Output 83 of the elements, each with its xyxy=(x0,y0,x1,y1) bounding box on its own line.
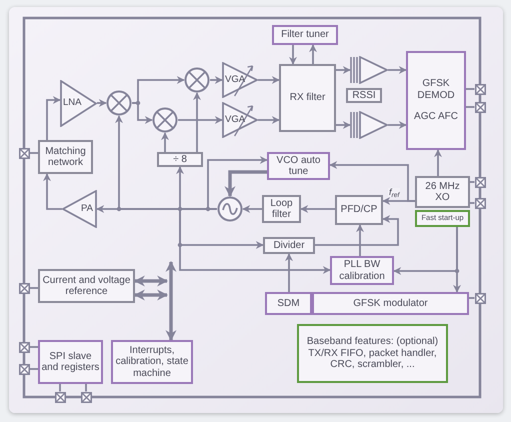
block-box xyxy=(346,88,382,103)
arrow xyxy=(388,66,407,74)
block-box xyxy=(38,340,103,384)
block-label: ÷ 8 xyxy=(173,154,187,166)
arrow xyxy=(329,161,415,202)
arrow xyxy=(258,76,280,84)
block-label: Baseband features: (optional) TX/RX FIFO, packet handler, CRC, scrambler, ... xyxy=(306,336,440,371)
block-label: VCO auto tune xyxy=(276,154,322,178)
arrow xyxy=(193,92,201,152)
block-box xyxy=(272,25,338,45)
block-box xyxy=(38,140,93,174)
block-label: Interrupts, calibration, state machine xyxy=(114,344,190,380)
amplifier-label: LNA xyxy=(63,98,82,109)
arrow xyxy=(166,260,176,342)
block-label: Loop filter xyxy=(269,198,294,220)
block-box xyxy=(415,176,470,208)
arrow xyxy=(289,45,297,65)
block-box xyxy=(335,195,383,225)
connector-line xyxy=(30,287,38,289)
arrow xyxy=(285,253,293,292)
connector-line xyxy=(59,384,61,392)
arrow xyxy=(224,170,267,198)
block-box xyxy=(297,324,448,383)
block-label: Divider xyxy=(273,240,305,252)
connector-line xyxy=(30,368,38,370)
arrow xyxy=(258,116,280,124)
block-label: RSSI xyxy=(352,90,376,102)
arrow xyxy=(134,276,168,286)
arrow xyxy=(178,116,223,124)
block-box xyxy=(415,210,470,227)
block-label: PFD/CP xyxy=(340,204,378,216)
block-box xyxy=(262,195,301,223)
block-label: Matching network xyxy=(44,146,87,168)
block-label: SDM xyxy=(277,298,300,310)
connector-line xyxy=(466,106,474,108)
amplifier-label: VGA xyxy=(225,74,246,86)
amplifier-label: PA xyxy=(81,204,93,214)
block-label: GFSK DEMOD xyxy=(416,78,456,102)
block-box xyxy=(263,237,315,254)
arrow xyxy=(132,102,153,124)
arrow xyxy=(43,173,62,210)
block-box xyxy=(157,152,203,167)
arrow xyxy=(315,215,399,246)
connector-line xyxy=(30,152,38,154)
arrow xyxy=(434,149,442,176)
arrow xyxy=(179,208,331,274)
block-label: Filter tuner xyxy=(281,29,329,41)
arrow xyxy=(309,44,317,64)
arrow xyxy=(300,205,335,213)
block-label: SPI slave and registers xyxy=(40,350,100,374)
arrow xyxy=(393,227,458,275)
arrow xyxy=(242,205,262,213)
arrow xyxy=(336,121,351,129)
block-box xyxy=(267,152,330,180)
block-box xyxy=(279,64,336,132)
block-label: PLL BW calibration xyxy=(338,259,386,282)
connector-line xyxy=(470,202,474,204)
arrow xyxy=(210,76,223,84)
connector-line xyxy=(85,384,87,392)
block-label: RX filter xyxy=(290,92,326,104)
arrow xyxy=(207,156,268,210)
arrow xyxy=(161,132,169,152)
connector-line xyxy=(470,181,474,183)
connector-line xyxy=(466,88,474,90)
block-box xyxy=(38,269,135,303)
edge-label: f$_{ref}$ xyxy=(388,188,400,197)
arrow xyxy=(134,290,168,300)
connector-line xyxy=(469,297,474,299)
block-label: 26 MHz XO xyxy=(424,180,461,204)
block-label: Current and voltage reference xyxy=(42,274,132,298)
amplifier-label: VGA xyxy=(225,114,246,126)
block-box xyxy=(330,256,394,285)
block-box xyxy=(406,51,466,150)
connector-line xyxy=(30,346,38,348)
block-label: AGC AFC xyxy=(414,111,458,123)
arrow xyxy=(46,96,61,140)
block-label: GFSK modulator xyxy=(353,298,428,310)
arrow xyxy=(336,66,351,74)
block-box xyxy=(312,292,469,315)
arrow xyxy=(388,121,407,129)
arrow xyxy=(97,99,107,107)
block-box xyxy=(265,292,312,315)
arrow xyxy=(356,224,364,256)
